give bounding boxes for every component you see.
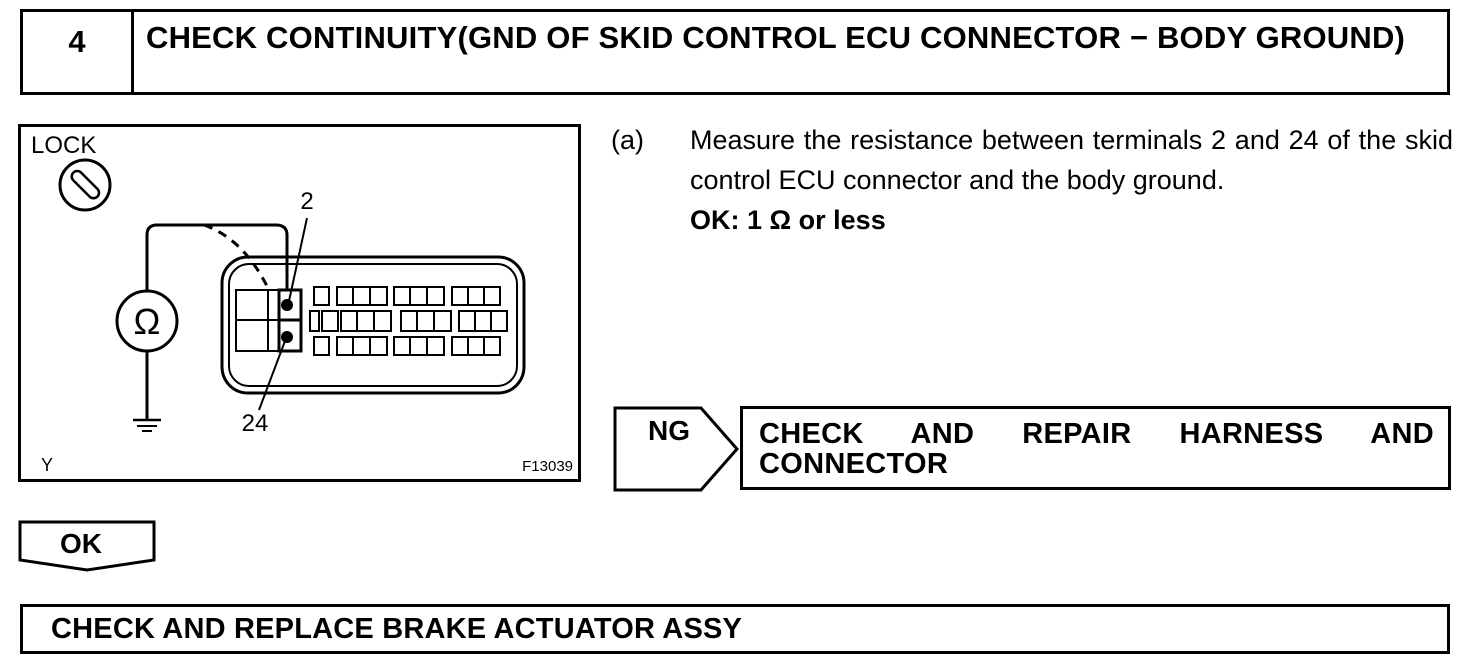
instruction-body: Measure the resistance between terminals… bbox=[690, 120, 1453, 240]
ok-label: OK bbox=[60, 528, 102, 559]
terminal-24-leader bbox=[258, 340, 286, 411]
terminal-2-leader bbox=[288, 217, 308, 302]
figure-id: F13039 bbox=[522, 458, 573, 475]
ng-arrow-icon bbox=[613, 406, 739, 492]
terminal-24-label: 24 bbox=[242, 410, 269, 437]
terminal-2-label: 2 bbox=[300, 188, 313, 215]
ok-arrow-icon bbox=[18, 520, 156, 572]
ohm-symbol: Ω bbox=[134, 301, 161, 342]
figure-corner-code: Y bbox=[41, 455, 53, 475]
ohmmeter-icon: Ω bbox=[115, 289, 179, 353]
lock-label: LOCK bbox=[31, 132, 96, 159]
ok-spec: OK: 1 Ω or less bbox=[690, 205, 886, 235]
step-title: CHECK CONTINUITY(GND OF SKID CONTROL ECU… bbox=[146, 20, 1406, 55]
ohmmeter-leads bbox=[145, 223, 289, 420]
instruction-label: (a) bbox=[611, 125, 644, 155]
ng-label: NG bbox=[648, 415, 690, 446]
ng-action-box: CHECK AND REPAIR HARNESS AND CONNECTOR bbox=[740, 406, 1451, 490]
final-step-box: CHECK AND REPLACE BRAKE ACTUATOR ASSY bbox=[20, 604, 1450, 654]
instruction-text: Measure the resistance between terminals… bbox=[690, 125, 1453, 195]
step-header: 4 CHECK CONTINUITY(GND OF SKID CONTROL E… bbox=[20, 9, 1450, 95]
step-number: 4 bbox=[23, 12, 134, 92]
skid-control-ecu-connector bbox=[220, 255, 526, 395]
connector-illustration: LOCK Ω bbox=[18, 124, 581, 482]
connector-diagram: LOCK Ω bbox=[31, 132, 573, 475]
ignition-lock-icon bbox=[58, 158, 112, 212]
body-ground-icon bbox=[133, 418, 161, 432]
